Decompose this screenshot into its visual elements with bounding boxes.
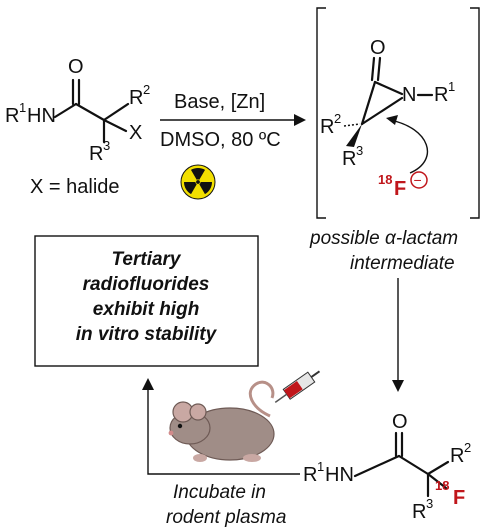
fluoride-symbol: F xyxy=(394,178,406,200)
lactam-r3: R xyxy=(342,148,356,170)
product-c-c-bond xyxy=(397,454,430,476)
intermediate-caption-2: intermediate xyxy=(350,253,455,274)
product-c-r2-bond xyxy=(426,460,450,476)
solvent-label: DMSO, 80 ºC xyxy=(160,129,281,151)
reactant-c-c-bond xyxy=(74,102,106,122)
mouse-tail xyxy=(248,380,275,418)
reaction-arrowhead xyxy=(294,114,306,126)
negative-charge-circle xyxy=(410,171,428,189)
lactam-hash-bond xyxy=(343,123,361,127)
product-amine-hn: HN xyxy=(325,464,354,486)
mouse-nose xyxy=(168,430,174,436)
lactam-nitrogen: N xyxy=(402,84,416,106)
return-arrowhead xyxy=(142,378,154,390)
reactant-r3-sup: 3 xyxy=(103,138,110,153)
product-c-f-bond xyxy=(426,472,448,490)
conclusion-line-4: in vitro stability xyxy=(76,324,218,345)
product-r3-sup: 3 xyxy=(426,496,433,511)
right-bracket xyxy=(470,7,480,219)
reactant-amine-hn: HN xyxy=(27,105,56,127)
lactam-r1-sup: 1 xyxy=(448,79,455,94)
reactant-r2-sup: 2 xyxy=(143,82,150,97)
lactam-r3-sup: 3 xyxy=(356,143,363,158)
product-n-c-bond xyxy=(353,454,401,478)
left-bracket xyxy=(316,7,326,219)
reagents-label: Base, [Zn] xyxy=(174,91,265,113)
product-fluorine: F xyxy=(453,487,465,509)
halide-note: X = halide xyxy=(30,176,120,198)
conclusion-line-2: radiofluorides xyxy=(83,274,210,295)
return-arrow xyxy=(147,390,300,475)
product-amine-r: R xyxy=(303,464,317,486)
lactam-oxygen: O xyxy=(370,37,386,59)
reaction-conditions: Base, [Zn] DMSO, 80 ºC xyxy=(160,91,306,200)
reactant-carbonyl-oxygen: O xyxy=(68,56,84,78)
lactam-n-c-bond xyxy=(360,96,404,126)
reactant-x: X xyxy=(129,122,142,144)
attack-curved-arrow xyxy=(389,119,429,174)
reactant-c-r2-bond xyxy=(102,102,130,122)
lactam-r2-sup: 2 xyxy=(334,111,341,126)
product-oxygen: O xyxy=(392,411,408,433)
intermediate-bracket xyxy=(316,7,480,219)
incubate-line-2: rodent plasma xyxy=(166,507,286,528)
conclusion-frame xyxy=(34,235,259,367)
reactant-c-x-bond xyxy=(102,118,128,133)
mouse-with-syringe-icon xyxy=(168,370,321,462)
product-amine-sup: 1 xyxy=(317,459,324,474)
mouse-eye xyxy=(177,423,183,429)
product-molecule: O R 1 HN R 2 R 3 18 F xyxy=(303,411,471,523)
mouse-ear-2 xyxy=(189,403,207,421)
lactam-c-n-bond xyxy=(373,80,404,96)
lactam-wedge-bond xyxy=(346,124,362,147)
lactam-co-bond-2 xyxy=(376,56,382,82)
product-f-mass: 18 xyxy=(435,478,449,493)
reactant-r3: R xyxy=(89,143,103,165)
reactant-r2: R xyxy=(129,87,143,109)
reactant-amine-r: R xyxy=(5,105,19,127)
product-r2: R xyxy=(450,445,464,467)
lactam-co-bond xyxy=(370,56,376,82)
conclusion-line-1: Tertiary xyxy=(112,249,182,270)
syringe-icon xyxy=(274,370,321,403)
intermediate-caption-1: possible α-lactam xyxy=(309,228,458,249)
lactam-r1: R xyxy=(434,84,448,106)
lactam-r2: R xyxy=(320,116,334,138)
mouse-back-foot xyxy=(243,454,261,462)
lactam-c-c-bond xyxy=(360,80,377,126)
down-arrowhead xyxy=(392,380,404,392)
mouse-front-foot xyxy=(193,454,207,462)
negative-charge: − xyxy=(414,172,422,188)
attack-arrowhead xyxy=(386,115,398,125)
conclusion-line-3: exhibit high xyxy=(93,299,200,320)
reactant-n-c-bond xyxy=(53,102,78,119)
product-r2-sup: 2 xyxy=(464,440,471,455)
radioactive-trefoil-icon xyxy=(180,164,216,200)
reactant-molecule: O R 1 HN R 2 X R 3 X = halide xyxy=(5,56,150,198)
reactant-amine-sup: 1 xyxy=(19,100,26,115)
conclusion-box: Tertiary radiofluorides exhibit high in … xyxy=(34,235,259,367)
alpha-lactam-molecule: O N R 1 R 2 R 3 18 F − xyxy=(320,37,455,200)
fluoride-mass: 18 xyxy=(378,172,392,187)
incubate-line-1: Incubate in xyxy=(173,482,266,503)
product-r3: R xyxy=(412,501,426,523)
